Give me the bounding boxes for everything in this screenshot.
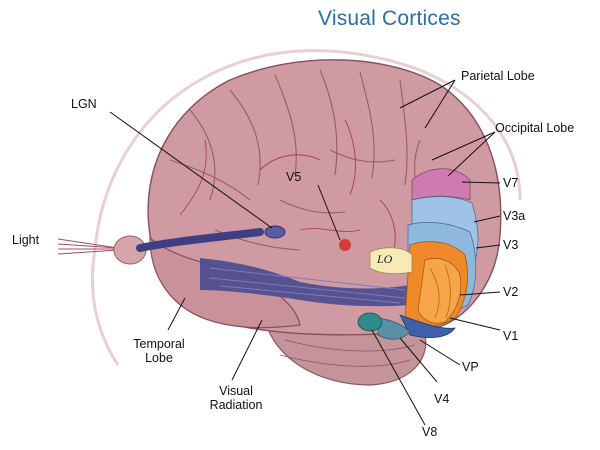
label-lo: LO <box>377 252 392 267</box>
label-v3: V3 <box>503 238 518 252</box>
v8-area <box>358 313 382 331</box>
label-visual-radiation: Visual Radiation <box>196 384 276 412</box>
label-v8: V8 <box>422 425 437 439</box>
label-lgn: LGN <box>71 97 97 111</box>
label-temporal-lobe-line2: Lobe <box>124 351 194 365</box>
label-temporal-lobe: Temporal Lobe <box>124 337 194 365</box>
light-rays <box>58 239 118 254</box>
label-occipital-lobe: Occipital Lobe <box>495 121 574 135</box>
label-visual-radiation-line2: Radiation <box>196 398 276 412</box>
label-v1: V1 <box>503 329 518 343</box>
label-v7: V7 <box>503 176 518 190</box>
label-parietal-lobe: Parietal Lobe <box>461 69 535 83</box>
label-v4: V4 <box>434 392 449 406</box>
label-vp: VP <box>462 360 479 374</box>
v5-area <box>339 239 351 251</box>
diagram-title: Visual Cortices <box>318 7 461 31</box>
label-v5: V5 <box>286 170 301 184</box>
label-v2: V2 <box>503 285 518 299</box>
label-light: Light <box>12 233 39 247</box>
label-v3a: V3a <box>503 209 525 223</box>
label-temporal-lobe-line1: Temporal <box>124 337 194 351</box>
label-visual-radiation-line1: Visual <box>196 384 276 398</box>
lgn-body <box>265 226 285 238</box>
